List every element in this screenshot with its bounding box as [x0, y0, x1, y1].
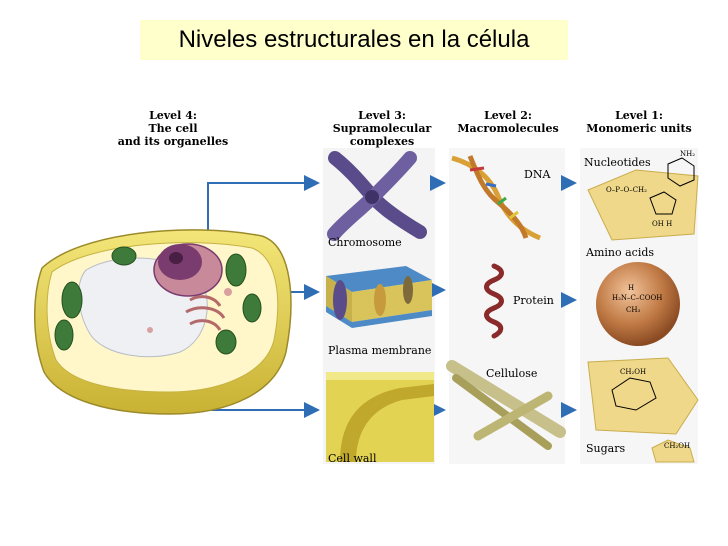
page-title: Niveles estructurales en la célula — [178, 26, 530, 53]
protein-illustration — [484, 263, 504, 339]
label-sugars: Sugars — [586, 442, 625, 455]
header-level-3-line-3: complexes — [349, 135, 415, 148]
svg-text:OH H: OH H — [652, 220, 672, 228]
label-nucleotides: Nucleotides — [584, 156, 651, 169]
svg-text:H₂N–C–COOH: H₂N–C–COOH — [612, 294, 662, 302]
header-level-4-line-1: Level 4: — [149, 109, 197, 122]
header-level-2-line-2: Macromolecules — [457, 122, 559, 135]
header-level-1: Level 1: Monomeric units — [578, 109, 700, 135]
arrow-to-chromosome — [207, 175, 320, 250]
header-level-3: Level 3: Supramolecular complexes — [326, 109, 438, 148]
svg-text:NH₂: NH₂ — [680, 150, 695, 158]
header-level-4-line-2: The cell — [148, 122, 198, 135]
header-level-4-line-3: and its organelles — [117, 135, 229, 148]
header-level-1-line-2: Monomeric units — [586, 122, 692, 135]
cell-wall-illustration — [326, 372, 434, 462]
nucleotide-illustration: O–P–O–CH₂ NH₂ OH H — [587, 150, 699, 241]
header-level-2: Level 2: Macromolecules — [452, 109, 564, 135]
plant-cell-illustration — [33, 229, 292, 415]
svg-text:CH₃: CH₃ — [626, 306, 640, 314]
label-cell-wall: Cell wall — [328, 452, 377, 465]
title-box: Niveles estructurales en la célula — [140, 20, 568, 60]
header-level-2-line-1: Level 2: — [484, 109, 532, 122]
label-dna: DNA — [524, 168, 551, 181]
svg-text:CH₂OH: CH₂OH — [620, 368, 646, 376]
label-plasma-membrane: Plasma membrane — [328, 344, 431, 357]
header-level-3-line-1: Level 3: — [358, 109, 406, 122]
chromosome-illustration — [327, 151, 427, 241]
svg-text:O–P–O–CH₂: O–P–O–CH₂ — [606, 186, 647, 194]
header-level-1-line-1: Level 1: — [615, 109, 663, 122]
dna-illustration — [451, 155, 542, 241]
svg-text:CH₂OH: CH₂OH — [664, 442, 690, 450]
plasma-membrane-illustration — [326, 266, 432, 328]
amino-acid-illustration: H₂N–C–COOH H CH₃ — [596, 262, 680, 346]
header-level-3-line-2: Supramolecular — [332, 122, 432, 135]
label-cellulose: Cellulose — [486, 367, 537, 380]
svg-text:H: H — [628, 284, 634, 292]
header-level-4: Level 4: The cell and its organelles — [112, 109, 234, 148]
label-amino-acids: Amino acids — [585, 246, 654, 259]
sugar-illustration: CH₂OH CH₂OH — [587, 357, 699, 463]
cellulose-illustration — [446, 360, 566, 450]
label-chromosome: Chromosome — [328, 236, 402, 249]
label-protein: Protein — [513, 294, 554, 307]
